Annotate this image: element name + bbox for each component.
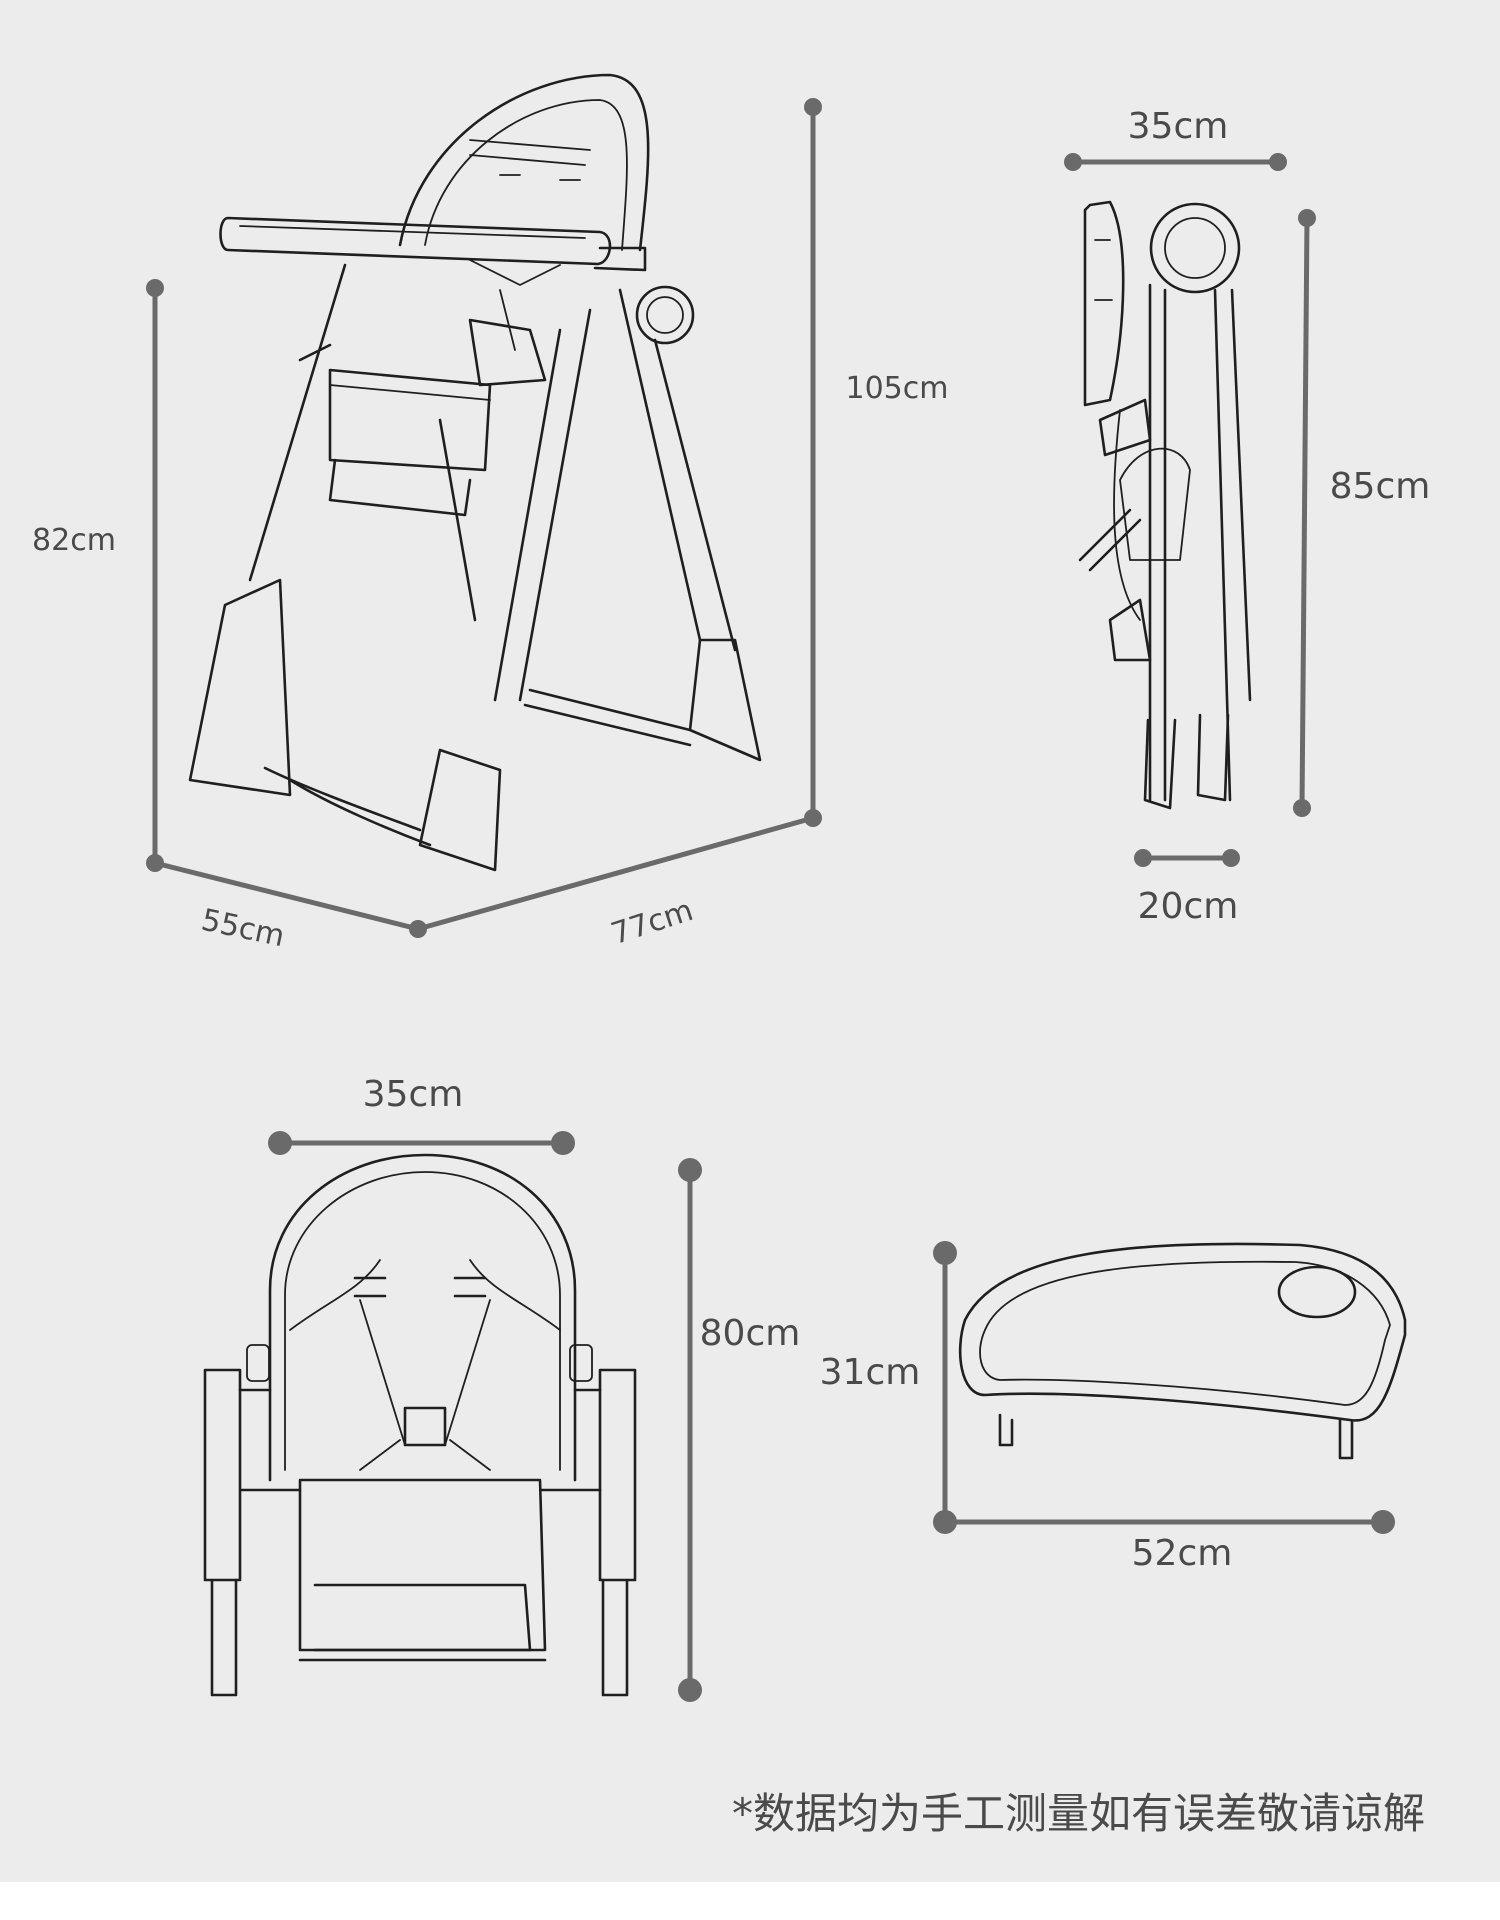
dimension-line-tray-52cm xyxy=(942,1510,1395,1534)
dimension-line-105cm xyxy=(804,98,822,827)
dimension-line-folded-85cm xyxy=(1293,209,1316,817)
label-tray-width: 52cm xyxy=(1132,1533,1233,1574)
dimension-line-folded-35cm xyxy=(1064,153,1287,171)
dimension-line-77cm xyxy=(415,815,816,932)
dimension-line-folded-20cm xyxy=(1134,849,1240,867)
label-folded-thickness: 20cm xyxy=(1138,886,1239,927)
dimension-line-front-35cm xyxy=(268,1131,575,1155)
dimension-line-82cm xyxy=(146,279,164,872)
high-chair-folded-drawing xyxy=(1078,200,1252,810)
high-chair-front-drawing xyxy=(203,1153,637,1697)
label-depth: 55cm xyxy=(198,903,287,955)
label-folded-width: 35cm xyxy=(1128,106,1229,147)
dimension-line-front-80cm xyxy=(678,1158,702,1702)
dimension-line-55cm xyxy=(152,860,427,938)
bottom-white-strip xyxy=(0,1882,1500,1920)
label-front-width: 35cm xyxy=(363,1074,464,1115)
label-height-seat: 82cm xyxy=(32,523,116,558)
label-front-height: 80cm xyxy=(700,1313,801,1354)
high-chair-perspective-drawing xyxy=(188,73,762,872)
dimension-line-tray-31cm xyxy=(933,1241,957,1534)
label-length: 77cm xyxy=(607,893,698,952)
label-height-total: 105cm xyxy=(846,371,949,406)
label-tray-depth: 31cm xyxy=(820,1352,921,1393)
tray-drawing xyxy=(958,1242,1407,1460)
footnote-measurement-disclaimer: *数据均为手工测量如有误差敬请谅解 xyxy=(732,1789,1425,1838)
label-folded-height: 85cm xyxy=(1330,466,1431,507)
